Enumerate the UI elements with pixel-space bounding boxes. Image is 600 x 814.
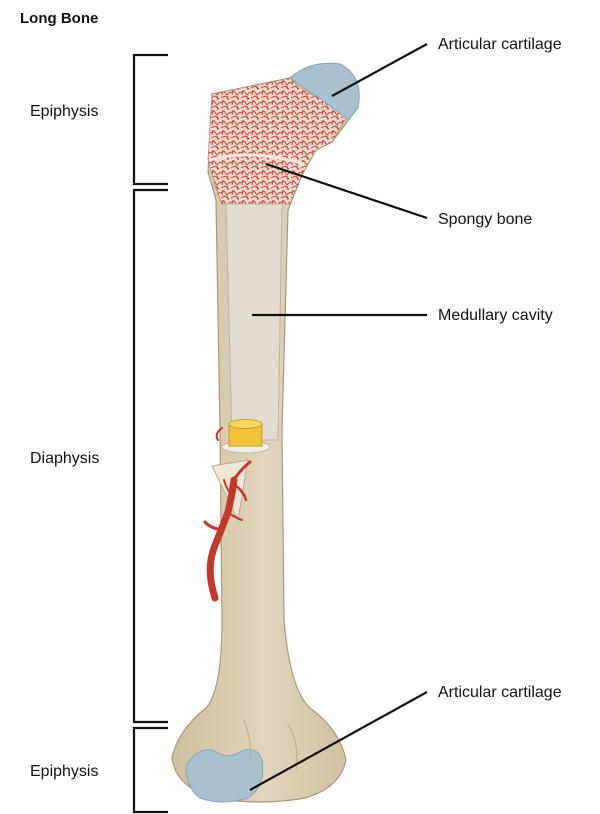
callout-articular-cartilage-bottom: Articular cartilage bbox=[438, 684, 562, 701]
label-epiphysis-top: Epiphysis bbox=[30, 103, 98, 120]
figure-title: Long Bone bbox=[20, 10, 98, 27]
callout-spongy-bone: Spongy bone bbox=[438, 211, 532, 228]
marrow-plug-top bbox=[229, 420, 262, 429]
region-brackets bbox=[134, 55, 168, 812]
label-epiphysis-bottom: Epiphysis bbox=[30, 763, 98, 780]
callout-articular-cartilage-top: Articular cartilage bbox=[438, 36, 562, 53]
articular-cartilage-bottom-shape bbox=[186, 749, 263, 802]
medullary-cavity-shape bbox=[226, 204, 282, 440]
label-diaphysis: Diaphysis bbox=[30, 450, 99, 467]
bracket-diaphysis bbox=[134, 190, 168, 722]
bone bbox=[172, 63, 359, 802]
bracket-epiphysis-bottom bbox=[134, 728, 168, 812]
callout-medullary-cavity: Medullary cavity bbox=[438, 307, 553, 324]
bracket-epiphysis-top bbox=[134, 55, 168, 184]
